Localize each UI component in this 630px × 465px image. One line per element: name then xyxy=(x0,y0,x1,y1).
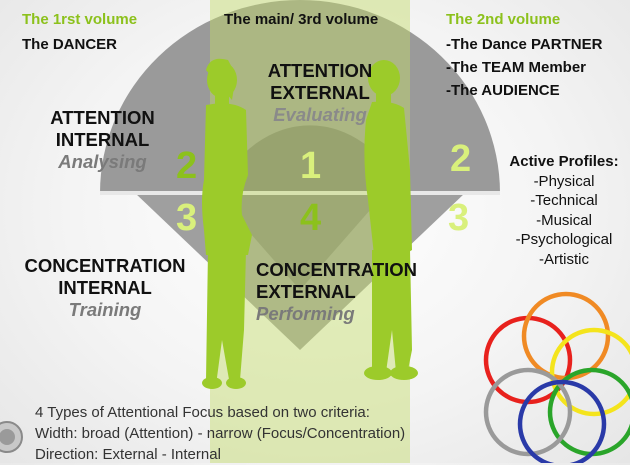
concentration-external-label: CONCENTRATION EXTERNAL Performing xyxy=(256,259,466,325)
profile-artistic: -Artistic xyxy=(539,250,589,268)
male-partner-silhouette xyxy=(364,60,418,380)
attention-internal-line1: ATTENTION xyxy=(50,107,155,128)
concentration-internal-line1: CONCENTRATION xyxy=(24,255,186,276)
active-profiles-title: Active Profiles: xyxy=(509,153,619,170)
ring-blue xyxy=(517,379,607,463)
ring-orange xyxy=(521,291,611,381)
attention-external-line1: ATTENTION xyxy=(267,60,373,81)
concentration-internal-line2: INTERNAL xyxy=(58,277,152,298)
second-volume-item-audience: -The AUDIENCE xyxy=(446,82,560,99)
ring-yellow xyxy=(549,327,630,417)
quadrant-number-2-left: 2 xyxy=(176,145,198,187)
concentration-internal-mode: Training xyxy=(68,299,142,320)
profile-psychological: -Psychological xyxy=(515,231,613,248)
ring-gray xyxy=(483,367,573,457)
footer-line-types: 4 Types of Attentional Focus based on tw… xyxy=(35,404,370,421)
concentration-external-line2: EXTERNAL xyxy=(256,281,356,302)
quadrant-number-4: 4 xyxy=(300,197,322,239)
first-volume-title: The 1rst volume xyxy=(22,11,138,28)
concentration-external-mode: Performing xyxy=(256,303,355,324)
concentration-internal-label: CONCENTRATION INTERNAL Training xyxy=(5,255,205,321)
quadrant-number-2-right: 2 xyxy=(450,138,472,180)
second-volume-item-team: -The TEAM Member xyxy=(446,59,587,76)
quadrant-number-1: 1 xyxy=(300,145,322,187)
active-profiles: Active Profiles: -Physical -Technical -M… xyxy=(498,152,630,269)
badge-icon xyxy=(0,421,23,453)
footer-line-direction: Direction: External - Internal xyxy=(35,446,221,463)
concentration-inner-triangle xyxy=(215,193,385,290)
attention-external-label: ATTENTION EXTERNAL Evaluating xyxy=(245,60,395,126)
attention-internal-mode: Analysing xyxy=(58,151,147,172)
quadrant-number-3-right: 3 xyxy=(448,197,470,239)
attention-internal-line2: INTERNAL xyxy=(55,129,150,150)
concentration-external-line1: CONCENTRATION xyxy=(256,259,418,280)
profile-rings xyxy=(483,291,630,463)
attention-external-mode: Evaluating xyxy=(273,104,367,125)
quadrant-number-3-left: 3 xyxy=(176,197,198,239)
main-volume-title: The main/ 3rd volume xyxy=(224,11,379,28)
profile-physical: -Physical xyxy=(533,172,595,190)
female-dancer-silhouette xyxy=(202,58,252,389)
axis-divider xyxy=(100,191,500,195)
attention-internal-label: ATTENTION INTERNAL Analysing xyxy=(25,107,180,173)
profile-technical: -Technical xyxy=(530,192,598,209)
profile-musical: -Musical xyxy=(536,211,592,229)
first-volume-subtitle: The DANCER xyxy=(22,36,118,53)
external-lens xyxy=(215,125,405,193)
footer-line-width: Width: broad (Attention) - narrow (Focus… xyxy=(35,425,406,442)
second-volume-title: The 2nd volume xyxy=(446,11,561,28)
attention-external-line2: EXTERNAL xyxy=(270,82,370,103)
second-volume-item-partner: -The Dance PARTNER xyxy=(446,36,603,53)
